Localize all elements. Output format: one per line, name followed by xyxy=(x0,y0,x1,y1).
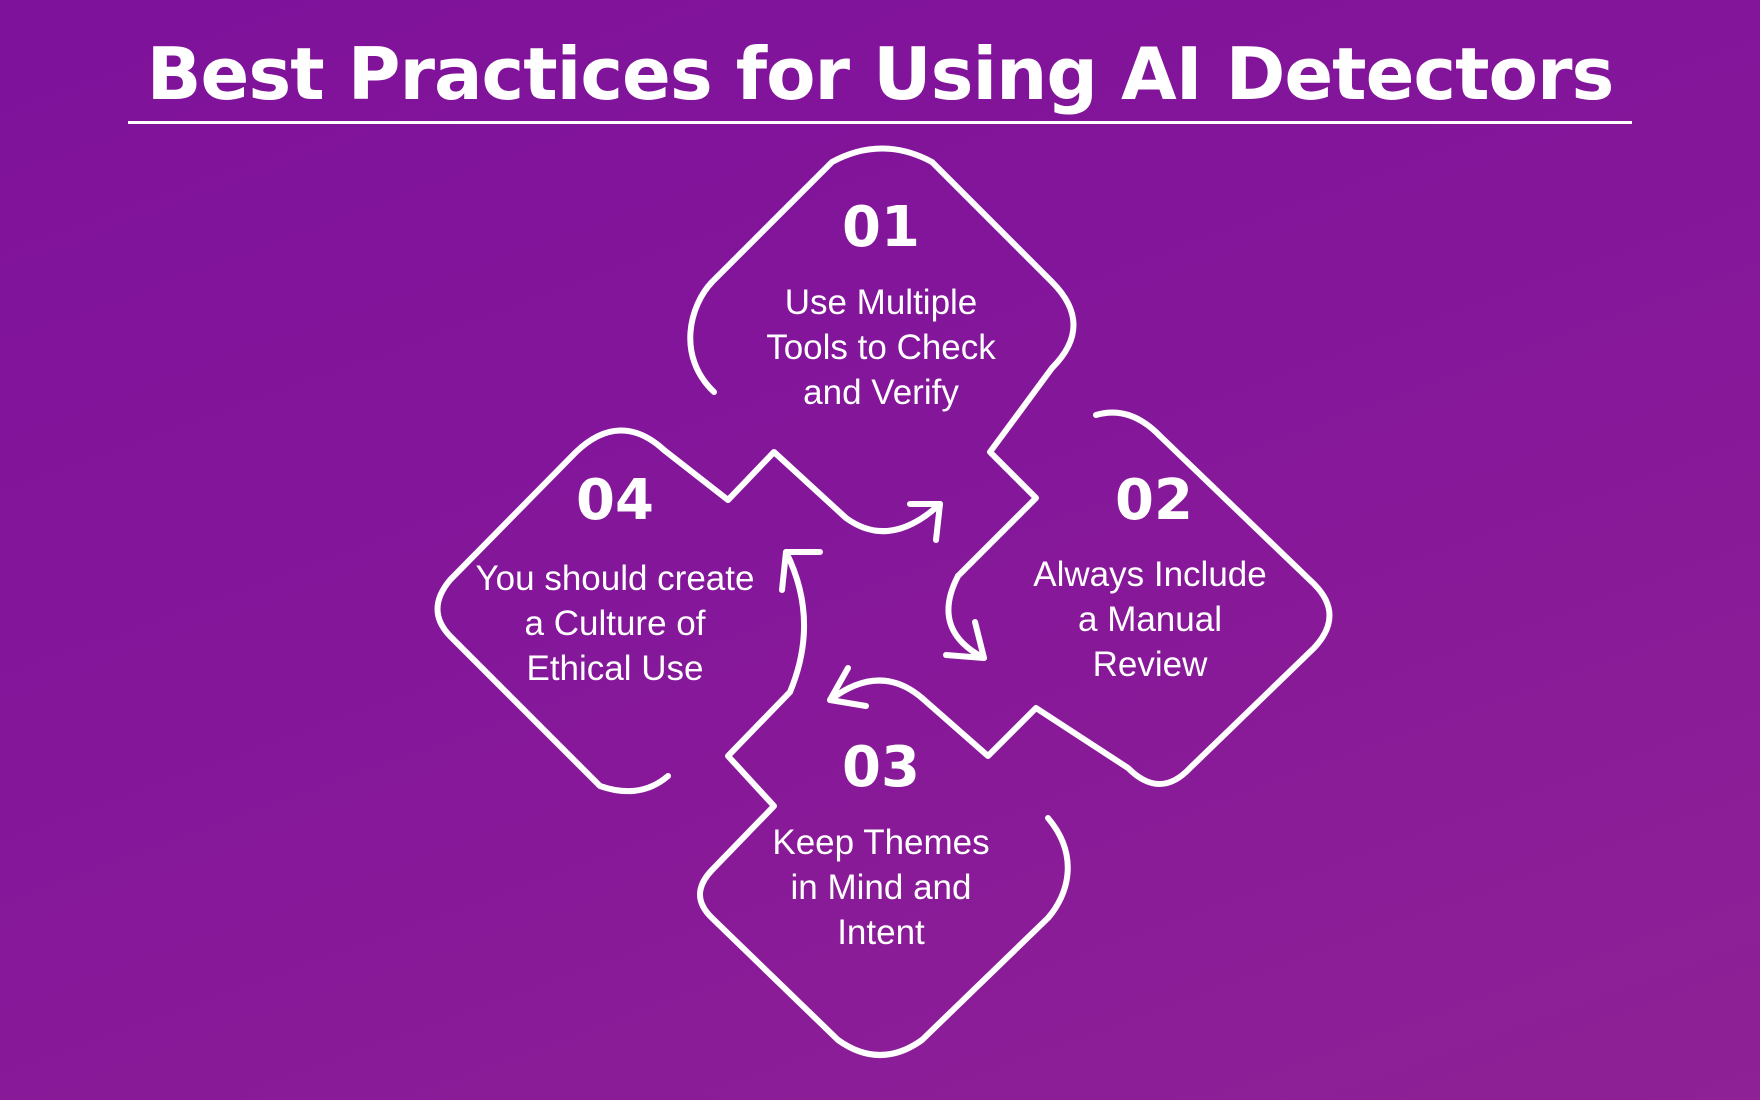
title-divider xyxy=(128,121,1632,124)
step-04-text: You should create a Culture of Ethical U… xyxy=(475,559,755,688)
step-01-text: Use Multiple Tools to Check and Verify xyxy=(766,283,996,412)
arrow-01-to-02 xyxy=(945,573,987,661)
step-02-outline xyxy=(919,409,1333,787)
arrow-02-to-03 xyxy=(827,677,925,703)
arrow-03-to-04 xyxy=(783,549,808,695)
arrowhead-04-to-01 xyxy=(907,501,943,543)
page-title: Best Practices for Using AI Detectors xyxy=(146,32,1615,116)
step-04-number: 04 xyxy=(576,468,654,533)
step-02-text: Always Include a Manual Review xyxy=(1033,555,1267,684)
step-03-outline xyxy=(697,689,1071,1058)
step-03-text: Keep Themes in Mind and Intent xyxy=(772,823,990,952)
step-03-number: 03 xyxy=(842,735,920,800)
arrowhead-02-to-03 xyxy=(827,665,869,709)
step-01-outline xyxy=(687,145,1077,579)
arrowhead-01-to-02 xyxy=(943,619,987,661)
arrowhead-03-to-04 xyxy=(779,549,823,593)
step-02-number: 02 xyxy=(1115,468,1193,533)
step-04-outline xyxy=(434,427,943,795)
step-01-number: 01 xyxy=(842,195,920,260)
